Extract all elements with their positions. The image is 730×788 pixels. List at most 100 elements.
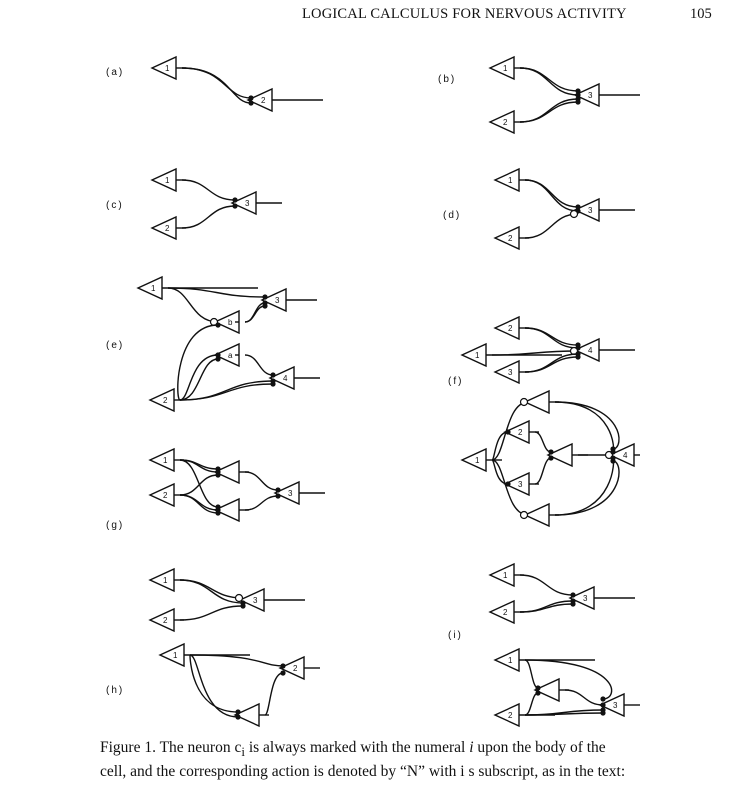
excitatory-synapse	[235, 709, 241, 715]
neuron-numeral: 1	[475, 456, 480, 465]
neuron-numeral: 3	[253, 596, 258, 605]
synapse-fiber	[534, 457, 552, 485]
excitatory-synapse	[548, 449, 554, 455]
excitatory-synapse	[215, 356, 221, 362]
neuron-numeral: 2	[163, 616, 168, 625]
excitatory-synapse	[505, 429, 511, 435]
synapse-fiber	[554, 460, 620, 516]
caption-text: cell, and the corresponding action is de…	[100, 763, 626, 781]
neuron-body	[493, 702, 520, 728]
panel-label: (i)	[448, 630, 463, 641]
synapse-fiber	[179, 494, 219, 511]
neuron-body	[488, 599, 515, 625]
neuron-numeral: 1	[173, 651, 178, 660]
neuron-body	[158, 642, 185, 668]
excitatory-synapse	[262, 303, 268, 309]
synapse-fiber	[519, 600, 574, 613]
synapse-fiber	[189, 654, 284, 667]
synapse-fiber	[491, 350, 579, 356]
synapse-fiber	[519, 67, 579, 92]
neuron-body	[150, 55, 177, 81]
synapse-fiber	[179, 579, 244, 599]
neuron-numeral: 2	[293, 664, 298, 673]
excitatory-synapse	[535, 690, 541, 696]
excitatory-synapse	[240, 603, 246, 609]
neuron-numeral: 3	[613, 701, 618, 710]
synapse-fiber	[179, 358, 219, 401]
synapse-fiber	[189, 654, 239, 713]
synapse-fiber	[264, 672, 284, 716]
excitatory-synapse	[232, 203, 238, 209]
neuron-numeral: 1	[503, 64, 508, 73]
neuron-body	[148, 482, 175, 508]
neuron-body	[230, 190, 257, 216]
synapse-fiber	[179, 383, 274, 401]
panel-label: (f)	[448, 376, 463, 387]
excitatory-synapse	[570, 592, 576, 598]
caption-text: upon the body of the	[473, 739, 606, 756]
synapse-fiber	[524, 712, 604, 716]
panel-label: (a)	[106, 67, 124, 78]
synapse-fiber	[564, 689, 604, 706]
excitatory-synapse	[575, 99, 581, 105]
excitatory-synapse	[248, 100, 254, 106]
synapse-fiber	[524, 353, 579, 373]
excitatory-synapse	[505, 481, 511, 487]
neuron-numeral: 1	[163, 456, 168, 465]
neuron-numeral: 1	[151, 284, 156, 293]
synapse-fiber	[519, 603, 574, 613]
neuron-numeral: 2	[163, 396, 168, 405]
synapse-fiber	[167, 287, 219, 323]
neuron-numeral: 1	[475, 351, 480, 360]
synapse-fiber	[181, 179, 236, 201]
synapse-fiber	[534, 431, 552, 453]
synapse-fiber	[189, 654, 239, 718]
neuron-body	[148, 447, 175, 473]
excitatory-synapse	[280, 663, 286, 669]
panel-label: (e)	[106, 340, 124, 351]
synapse-fiber	[167, 287, 266, 298]
neuron-body	[493, 225, 520, 251]
running-header: LOGICAL CALCULUS FOR NERVOUS ACTIVITY	[302, 6, 627, 22]
panel-label: (c)	[106, 200, 124, 211]
synapse-fiber	[524, 659, 539, 689]
inhibitory-synapse	[234, 593, 244, 603]
synapse-fiber	[519, 67, 579, 96]
excitatory-synapse	[610, 449, 616, 455]
neuron-body	[148, 567, 175, 593]
excitatory-synapse	[275, 487, 281, 493]
neuron-body	[150, 167, 177, 193]
neuron-numeral: 2	[508, 234, 513, 243]
neuron-numeral: 2	[518, 428, 523, 437]
caption-subscript: i	[241, 744, 245, 760]
excitatory-synapse	[275, 493, 281, 499]
neuron-body	[493, 647, 520, 673]
synapse-fiber	[179, 605, 244, 621]
synapse-fiber	[524, 692, 539, 716]
neuron-body	[488, 562, 515, 588]
neuron-numeral: 2	[508, 711, 513, 720]
neuron-numeral: 4	[588, 346, 593, 355]
neuron-numeral: 2	[503, 608, 508, 617]
synapse-fiber	[179, 354, 219, 401]
neuron-body	[493, 167, 520, 193]
synapse-fiber	[179, 494, 219, 514]
excitatory-synapse	[232, 197, 238, 203]
figure-caption: Figure 1. The neuron ci is always marked…	[100, 738, 720, 782]
excitatory-synapse	[600, 710, 606, 716]
caption-italic: i	[469, 739, 474, 756]
neuron-numeral: 3	[583, 594, 588, 603]
synapse-fiber	[519, 574, 574, 596]
synapse-fiber	[524, 327, 579, 346]
excitatory-synapse	[535, 685, 541, 691]
neuron-numeral: 3	[275, 296, 280, 305]
excitatory-synapse	[215, 472, 221, 478]
caption-text: Figure 1. The neuron c	[100, 739, 242, 756]
synapse-fiber	[554, 457, 615, 516]
neuron-body	[150, 215, 177, 241]
synapse-fiber	[244, 305, 266, 323]
synapse-fiber	[524, 179, 579, 212]
figure-1-neuron-nets: (a)(b)(c)(d)(e)(f)(g)(h)(i)1212312312313…	[106, 55, 640, 728]
synapse-fiber	[177, 324, 219, 401]
excitatory-synapse	[575, 88, 581, 94]
